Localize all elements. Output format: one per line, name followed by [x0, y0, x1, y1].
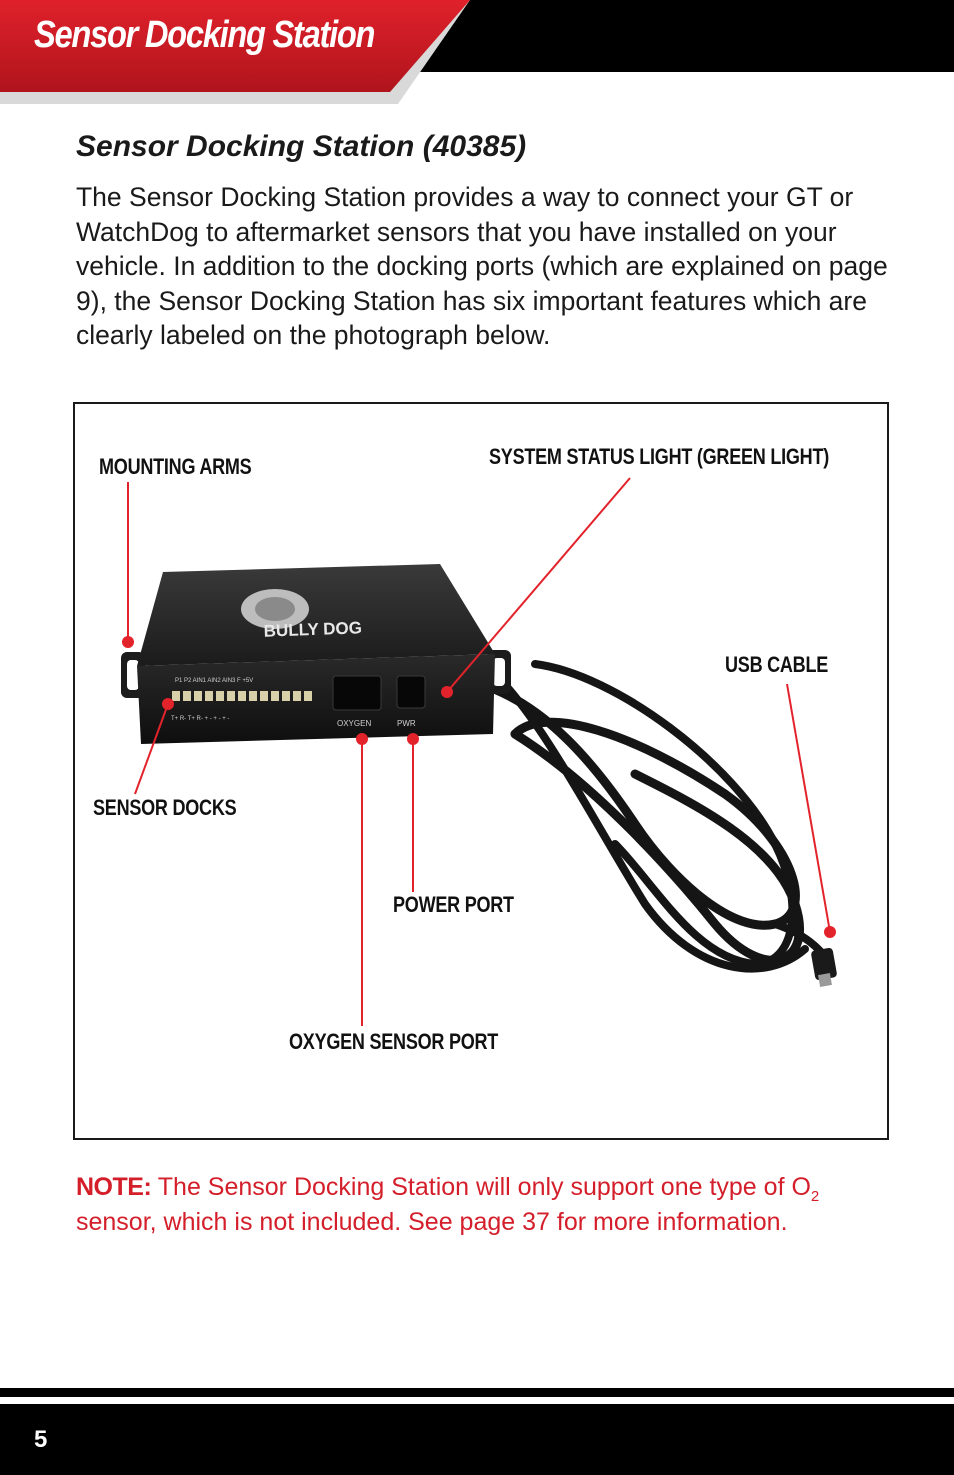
usb-cable-leader: [786, 683, 831, 933]
note-text-before: The Sensor Docking Station will only sup…: [151, 1173, 811, 1201]
usb-cable-dot: [824, 926, 836, 938]
status-light-leader: [446, 477, 631, 693]
oxygen-port-dot: [356, 733, 368, 745]
product-photo: BULLY DOG P1 P2 AIN1 AIN2 AIN3 F +5V T+ …: [121, 477, 837, 1026]
callout-sensor-docks: SENSOR DOCKS: [93, 795, 237, 820]
callout-power-port: POWER PORT: [393, 892, 514, 917]
intro-paragraph: The Sensor Docking Station provides a wa…: [76, 182, 888, 350]
footer-rule: [0, 1388, 954, 1397]
page-number: 5: [34, 1426, 48, 1453]
callout-usb-cable: USB CABLE: [725, 652, 829, 677]
callout-system-status-light: SYSTEM STATUS LIGHT (GREEN LIGHT): [489, 444, 829, 469]
callout-oxygen-sensor-port: OXYGEN SENSOR PORT: [289, 1029, 499, 1054]
note-text-after: sensor, which is not included. See page …: [76, 1208, 788, 1236]
usb-plug-shape: [811, 947, 837, 987]
power-port-dot: [407, 733, 419, 745]
note-label: NOTE:: [76, 1173, 152, 1201]
callout-mounting-arms: MOUNTING ARMS: [99, 454, 252, 479]
header-title: Sensor Docking Station: [34, 14, 376, 56]
sensor-docks-dot: [162, 698, 174, 710]
status-light-dot: [441, 686, 453, 698]
svg-text:BULLY DOG: BULLY DOG: [263, 618, 362, 640]
svg-text:T+ R- T+ R- + - + - + -: T+ R- T+ R- + - + - + -: [171, 716, 229, 722]
device-body-shape: BULLY DOG P1 P2 AIN1 AIN2 AIN3 F +5V T+ …: [121, 564, 511, 744]
svg-text:P1 P2 AIN1 AIN2 AIN3 F +5V: P1 P2 AIN1 AIN2 AIN3 F +5V: [175, 678, 253, 684]
usb-cable-shape: [475, 660, 831, 973]
header-tab: [0, 0, 470, 104]
footer-bar: [0, 1404, 954, 1475]
svg-text:PWR: PWR: [397, 719, 416, 728]
sensor-docks-leader: [134, 703, 169, 795]
product-figure: BULLY DOG P1 P2 AIN1 AIN2 AIN3 F +5V T+ …: [73, 402, 889, 1140]
svg-text:OXYGEN: OXYGEN: [337, 719, 371, 728]
mounting-arms-dot: [122, 636, 134, 648]
section-heading: Sensor Docking Station (40385): [76, 130, 527, 163]
note-paragraph: NOTE: The Sensor Docking Station will on…: [76, 1170, 896, 1240]
note-subscript: 2: [810, 1188, 820, 1205]
